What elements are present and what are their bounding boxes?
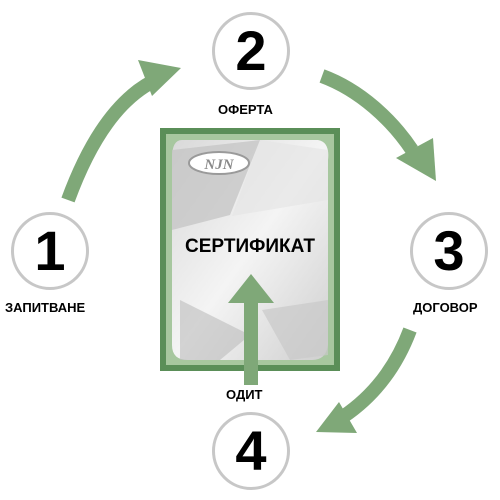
- arrowhead-2-to-3: [396, 138, 436, 181]
- arrowhead-1-to-2: [138, 60, 181, 96]
- arrow-2-to-3: [319, 69, 418, 154]
- step-4-number: 4: [235, 419, 267, 482]
- arrowhead-3-to-4: [316, 402, 357, 433]
- svg-text:NJN: NJN: [203, 157, 234, 173]
- certificate: NJN: [160, 128, 340, 371]
- step-1-label: ЗАПИТВАНЕ: [5, 300, 86, 315]
- step-1-number: 1: [34, 219, 66, 282]
- step-2-circle: 2: [212, 12, 290, 90]
- step-3-label: ДОГОВОР: [413, 300, 478, 315]
- arrow-3-to-4: [334, 327, 417, 426]
- certificate-title: СЕРТИФИКАТ: [185, 236, 315, 257]
- step-4-circle: 4: [212, 412, 290, 490]
- arrowhead-to-certificate: [228, 274, 274, 303]
- cycle-arrows: [61, 69, 418, 426]
- step-1-circle: 1: [11, 212, 89, 290]
- step-3-number: 3: [433, 219, 465, 282]
- njn-logo: NJN: [188, 151, 250, 175]
- step-2-number: 2: [235, 19, 267, 82]
- step-2-label: ОФЕРТА: [218, 102, 273, 117]
- step-4-label: ОДИТ: [226, 387, 263, 402]
- arrow-heads: [138, 60, 436, 433]
- step-3-circle: 3: [410, 212, 488, 290]
- arrow-1-to-2: [61, 71, 163, 203]
